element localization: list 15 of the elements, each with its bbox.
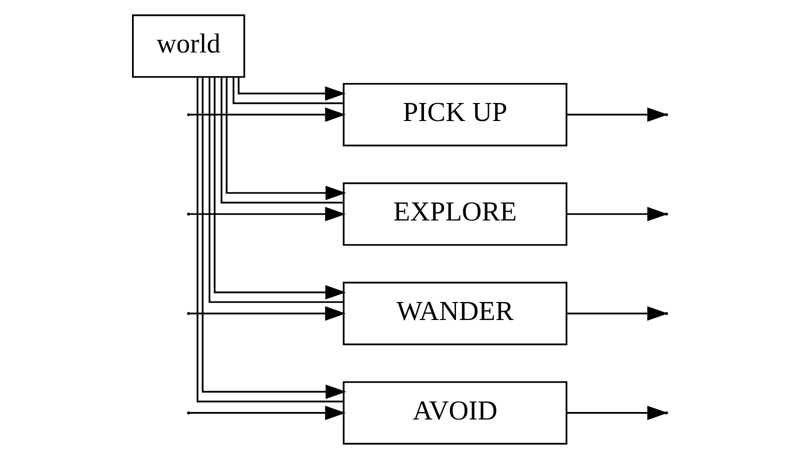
arrow — [237, 77, 346, 101]
node-box: world — [132, 14, 245, 78]
arrow — [188, 406, 346, 420]
connector — [232, 77, 344, 104]
arrow — [566, 406, 668, 420]
arrow — [566, 306, 668, 321]
node-box: EXPLORE — [342, 182, 567, 246]
arrow — [188, 206, 346, 222]
node-box: WANDER — [342, 282, 567, 346]
node-box: PICK UP — [342, 82, 567, 146]
node-box: AVOID — [342, 381, 567, 445]
arrow — [566, 107, 668, 122]
arrow — [188, 107, 346, 122]
arrow — [188, 306, 346, 321]
arrow — [566, 206, 668, 222]
